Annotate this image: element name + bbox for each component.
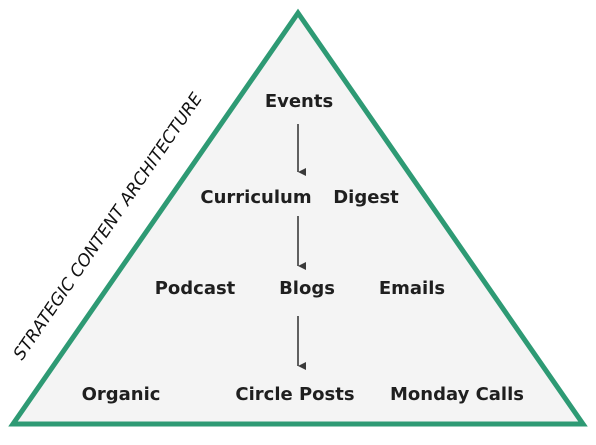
node-organic: Organic — [82, 384, 161, 405]
node-blogs: Blogs — [279, 278, 335, 299]
node-digest: Digest — [333, 187, 399, 208]
node-emails: Emails — [379, 278, 445, 299]
node-curriculum: Curriculum — [200, 187, 311, 208]
node-podcast: Podcast — [155, 278, 236, 299]
node-events: Events — [265, 91, 333, 112]
node-circle-posts: Circle Posts — [235, 384, 354, 405]
node-monday-calls: Monday Calls — [390, 384, 524, 405]
